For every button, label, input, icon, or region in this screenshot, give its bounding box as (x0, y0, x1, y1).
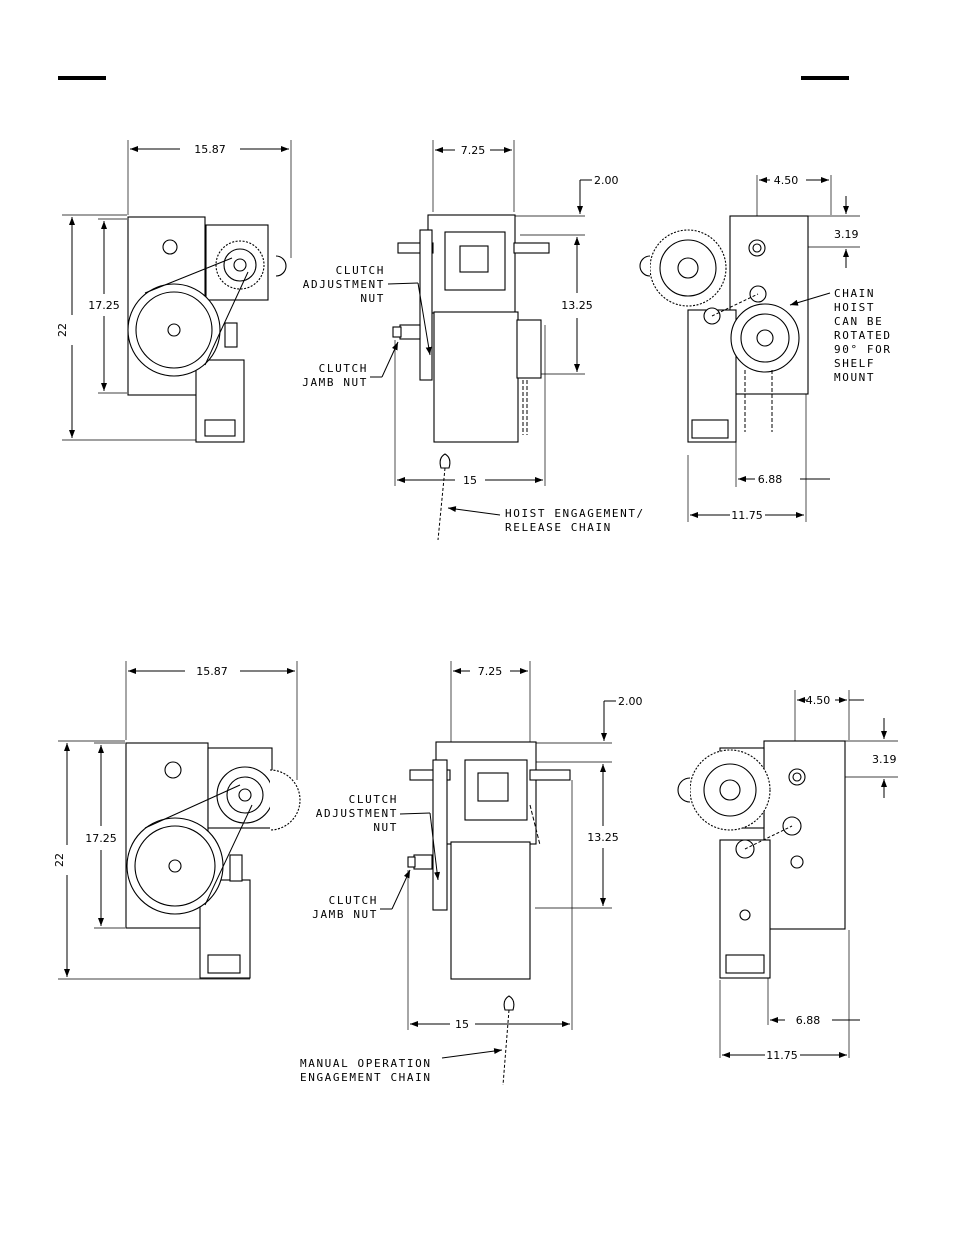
bottom-label-chain-2: ENGAGEMENT CHAIN (300, 1071, 432, 1084)
bottom-label-clutch-adj-2: ADJUSTMENT (316, 807, 398, 820)
bottom-rear-top-width: 4.50 (806, 694, 831, 707)
top-front-height-inner: 17.25 (88, 299, 120, 312)
top-rear-note-3: CAN BE (834, 315, 883, 328)
top-side-base: 15 (463, 474, 477, 487)
top-label-clutch-adj-3: NUT (360, 292, 385, 305)
header-bar-right (801, 76, 849, 80)
bottom-front-width: 15.87 (196, 665, 228, 678)
top-label-jamb-2: JAMB NUT (302, 376, 368, 389)
bottom-side-width: 7.25 (478, 665, 503, 678)
top-label-jamb-1: CLUTCH (319, 362, 368, 375)
top-label-chain-2: RELEASE CHAIN (505, 521, 612, 534)
top-label-clutch-adj-1: CLUTCH (336, 264, 385, 277)
bottom-front-height-outer: 22 (53, 853, 66, 867)
top-label-chain-1: HOIST ENGAGEMENT/ (505, 507, 645, 520)
bottom-label-clutch-adj-1: CLUTCH (349, 793, 398, 806)
bottom-side-view: 7.25 2.00 13.25 15 CLUTCH ADJUSTMENT NUT (300, 661, 643, 1085)
top-side-height: 13.25 (561, 299, 593, 312)
bottom-front-height-inner: 17.25 (85, 832, 117, 845)
bottom-rear-view: 4.50 3.19 6.88 11.75 (678, 690, 898, 1062)
top-rear-note-6: SHELF (834, 357, 875, 370)
top-rear-bottom-inner: 6.88 (758, 473, 783, 486)
top-rear-note-2: HOIST (834, 301, 875, 314)
top-rear-note-7: MOUNT (834, 371, 875, 384)
bottom-label-clutch-adj-3: NUT (373, 821, 398, 834)
top-side-view: 7.25 2.00 13.25 15 CLUTCH ADJUSTMENT NUT (302, 140, 645, 540)
bottom-side-height: 13.25 (587, 831, 619, 844)
header-bar-left (58, 76, 106, 80)
bottom-side-offset: 2.00 (618, 695, 643, 708)
top-front-height-outer: 22 (56, 323, 69, 337)
bottom-rear-bottom-inner: 6.88 (796, 1014, 821, 1027)
top-rear-top-width: 4.50 (774, 174, 799, 187)
top-rear-note-1: CHAIN (834, 287, 875, 300)
bottom-front-view: 15.87 22 17.25 (53, 661, 300, 979)
bottom-label-jamb-2: JAMB NUT (312, 908, 378, 921)
top-rear-bottom-outer: 11.75 (731, 509, 763, 522)
bottom-label-jamb-1: CLUTCH (329, 894, 378, 907)
bottom-rear-bottom-outer: 11.75 (766, 1049, 798, 1062)
top-side-width: 7.25 (461, 144, 486, 157)
bottom-rear-top-offset: 3.19 (872, 753, 897, 766)
top-side-offset: 2.00 (594, 174, 619, 187)
top-rear-note-5: 90° FOR (834, 343, 892, 356)
bottom-label-chain-1: MANUAL OPERATION (300, 1057, 432, 1070)
top-label-clutch-adj-2: ADJUSTMENT (303, 278, 385, 291)
bottom-side-base: 15 (455, 1018, 469, 1031)
top-front-view: 15.87 22 17.25 (56, 140, 291, 442)
top-front-width: 15.87 (194, 143, 226, 156)
top-rear-view: 4.50 3.19 6.88 11.75 CHAIN HOIST CAN (640, 174, 892, 522)
top-rear-top-offset: 3.19 (834, 228, 859, 241)
top-rear-note-4: ROTATED (834, 329, 892, 342)
